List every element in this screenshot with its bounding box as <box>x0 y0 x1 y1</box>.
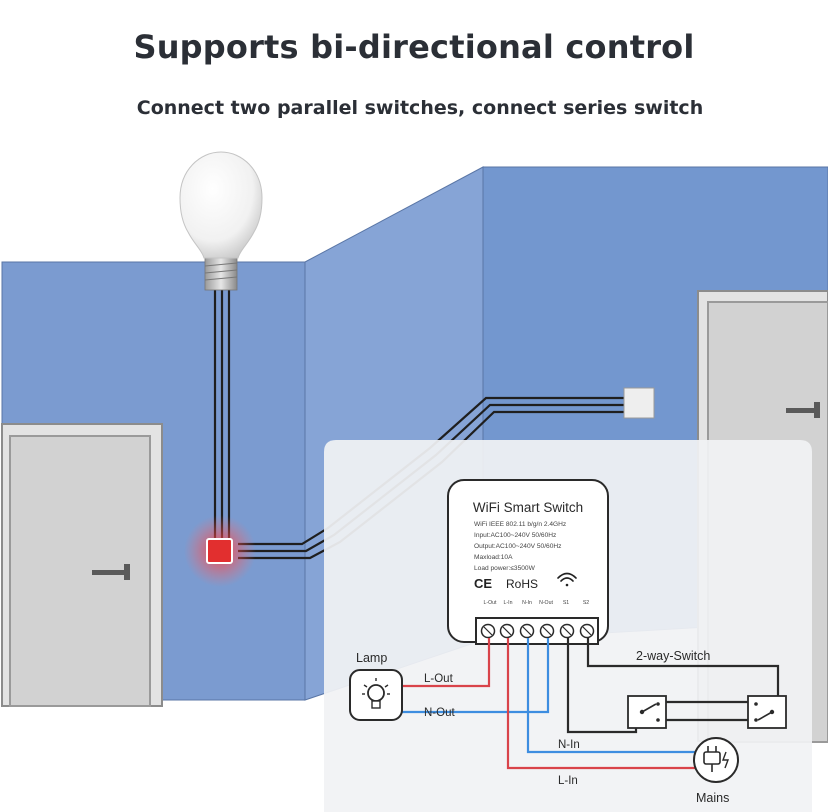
two-way-switch-label: 2-way-Switch <box>636 649 710 663</box>
device-spec: Output:AC100~240V 50/60Hz <box>474 543 561 550</box>
left-door <box>1 423 163 707</box>
terminal-label: N-In <box>522 600 532 606</box>
terminal-label: L-In <box>504 600 513 606</box>
bulb-icon <box>179 151 263 291</box>
terminal-label: L-Out <box>484 600 498 606</box>
l-in-label: L-In <box>558 775 578 787</box>
device-spec: Maxload:10A <box>474 554 513 561</box>
wifi-icon <box>557 572 577 587</box>
smart-switch-location <box>184 515 256 587</box>
device-spec: Load power:≤3500W <box>474 565 536 572</box>
device-spec: WiFi IEEE 802.11 b/g/n 2.4GHz <box>474 521 566 528</box>
plug-icon <box>693 737 739 783</box>
n-in-label: N-In <box>558 739 580 751</box>
lamp-icon <box>349 669 403 721</box>
switch-icon <box>747 695 787 729</box>
terminal-label: S1 <box>563 600 569 606</box>
l-out-label: L-Out <box>424 673 454 685</box>
page-subtitle: Connect two parallel switches, connect s… <box>136 97 704 119</box>
mains-label: Mains <box>696 791 729 805</box>
rohs-mark: RoHS <box>506 577 538 591</box>
n-out-label: N-Out <box>424 707 455 719</box>
wall-switch-box <box>623 387 655 419</box>
page-title: Supports bi-directional control <box>133 28 695 66</box>
switch-icon <box>627 695 667 729</box>
terminal-label: N-Out <box>539 600 553 606</box>
device-name: WiFi Smart Switch <box>473 500 583 515</box>
ce-mark: CE <box>474 576 492 591</box>
device-spec: Input:AC100~240V 50/60Hz <box>474 532 556 539</box>
wifi-smart-switch-module: WiFi Smart Switch WiFi IEEE 802.11 b/g/n… <box>447 479 609 645</box>
terminal-label: S2 <box>583 600 589 606</box>
lamp-label: Lamp <box>356 651 387 665</box>
wiring-lines <box>402 638 780 770</box>
